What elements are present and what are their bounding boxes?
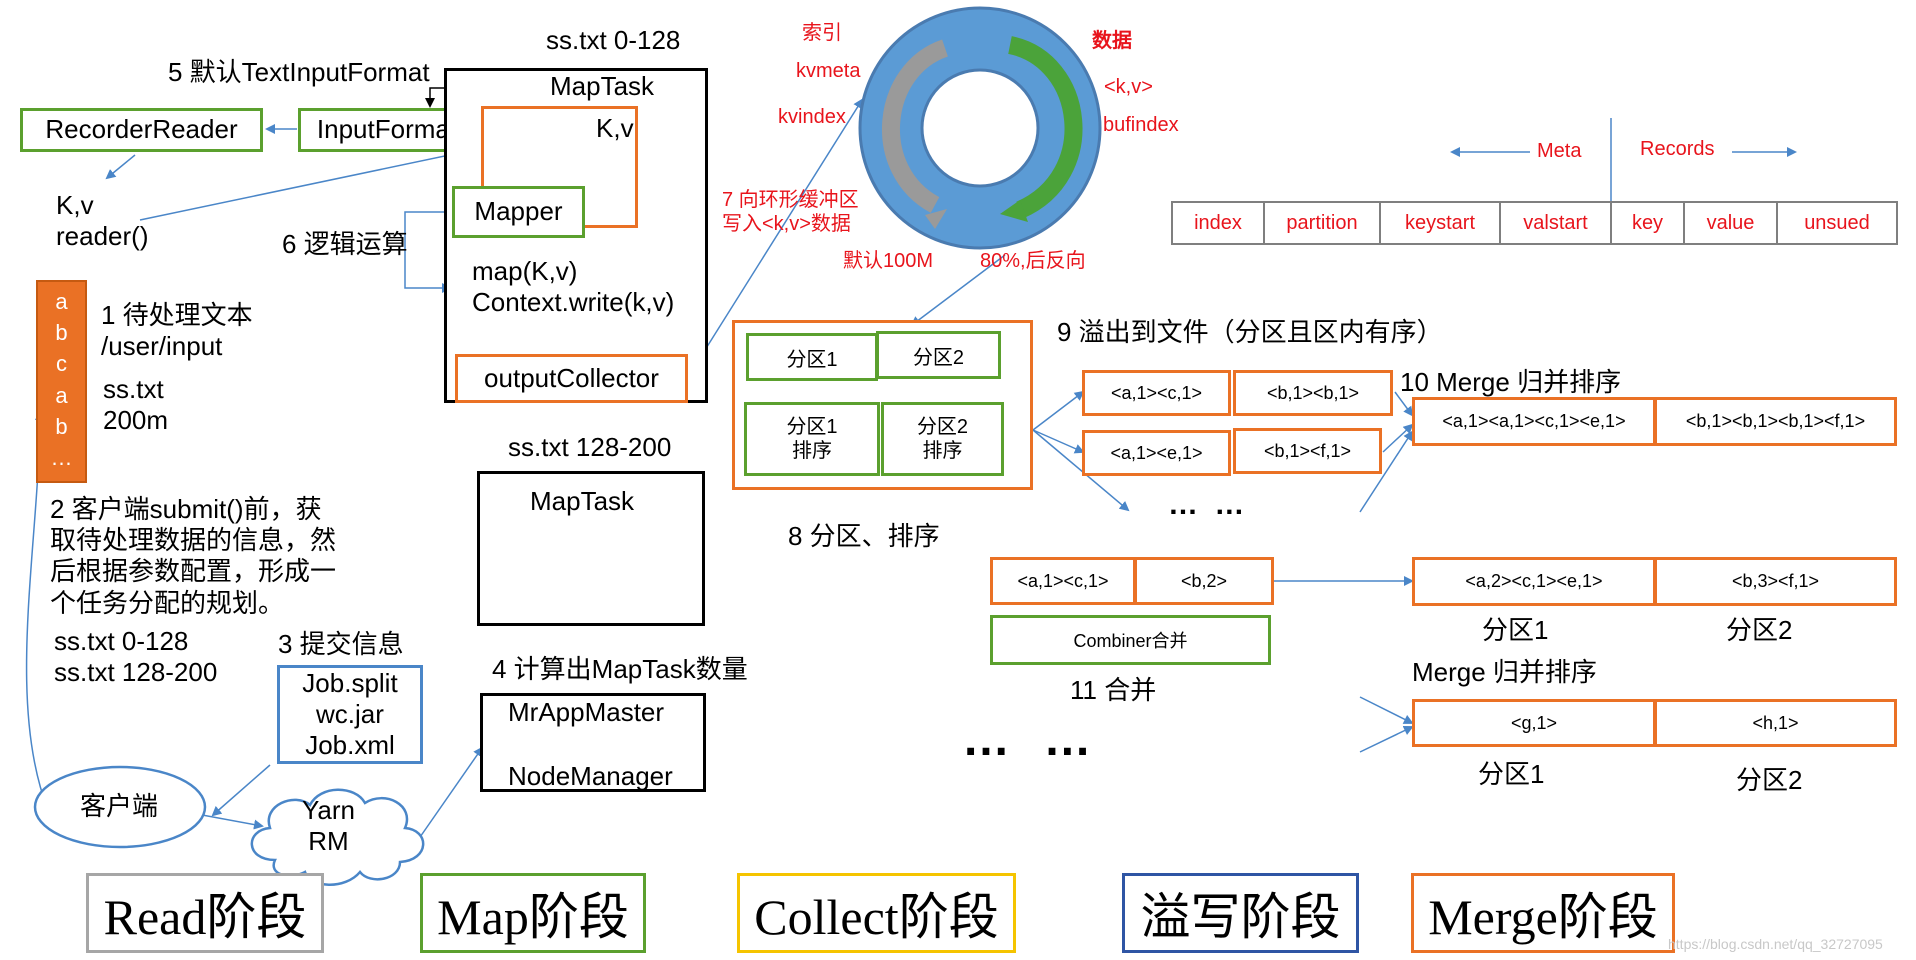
step11-label: 11 合并 xyxy=(1070,675,1157,705)
merge2-p2-label: 分区2 xyxy=(1736,765,1803,795)
yarn-cloud-icon xyxy=(250,788,425,886)
watermark: https://blog.csdn.net/qq_32727095 xyxy=(1668,936,1883,952)
phase-collect: Collect阶段 xyxy=(737,873,1016,953)
step7-label: 7 向环形缓冲区 写入<k,v>数据 xyxy=(722,189,859,235)
mapper-box: Mapper xyxy=(452,186,585,238)
step2-label: 2 客户端submit()前，获 取待处理数据的信息，然 后根据参数配置，形成一… xyxy=(50,494,337,618)
client-label: 客户端 xyxy=(80,791,159,821)
merge2-h: <h,1> xyxy=(1654,699,1897,747)
yarn-rm-label: Yarn RM xyxy=(302,795,355,857)
spill2-b: <b,1><f,1> xyxy=(1233,428,1382,474)
combine-p2-label: 分区2 xyxy=(1726,615,1793,645)
spill-dots: … … xyxy=(1168,488,1249,521)
combiner-box: Combiner合并 xyxy=(990,615,1271,665)
client-ellipse xyxy=(33,765,207,849)
spill2-a: <a,1><e,1> xyxy=(1082,430,1231,476)
phase-merge: Merge阶段 xyxy=(1411,873,1675,953)
phase-spill: 溢写阶段 xyxy=(1122,873,1359,953)
step1-label: 1 待处理文本 /user/input xyxy=(101,300,253,362)
partition1-sort-box: 分区1 排序 xyxy=(744,402,880,476)
job-files-box: Job.split wc.jar Job.xml xyxy=(277,665,423,764)
mrappmaster-label: MrAppMaster xyxy=(508,697,665,727)
map-call-text: map(K,v) Context.write(k,v) xyxy=(472,256,675,318)
splits-text: ss.txt 0-128 ss.txt 128-200 xyxy=(54,626,218,688)
kvmeta-label: kvmeta xyxy=(796,60,861,82)
index-label: 索引 xyxy=(802,22,842,44)
output-collector-box: outputCollector xyxy=(455,354,688,403)
record-field-value: value xyxy=(1683,201,1778,245)
meta-label: Meta xyxy=(1537,140,1582,162)
combine-a: <a,1><c,1> xyxy=(990,557,1136,605)
maptask-box-2 xyxy=(477,471,705,626)
step3-label: 3 提交信息 xyxy=(278,629,404,659)
nodemanager-label: NodeManager xyxy=(508,761,673,791)
combine-b: <b,2> xyxy=(1134,557,1274,605)
combine-result-p2: <b,3><f,1> xyxy=(1654,557,1897,606)
step4-label: 4 计算出MapTask数量 xyxy=(492,654,748,684)
meta-field-index: index xyxy=(1171,201,1265,245)
file-info-text: ss.txt 200m xyxy=(103,374,169,436)
spill1-a: <a,1><c,1> xyxy=(1082,370,1231,416)
bufindex-label: bufindex xyxy=(1103,114,1179,136)
spill-threshold-label: 80%,后反向 xyxy=(980,250,1086,272)
input-file-letters: a b c a b … xyxy=(50,289,73,471)
combine-p1-label: 分区1 xyxy=(1482,615,1549,645)
merge2-p1-label: 分区1 xyxy=(1478,759,1545,789)
maptask-2-label: MapTask xyxy=(530,486,635,516)
split-label-0-128: ss.txt 0-128 xyxy=(546,25,681,55)
default-size-label: 默认100M xyxy=(843,250,934,272)
split-label-128-200: ss.txt 128-200 xyxy=(508,432,672,462)
step10-label: 10 Merge 归并排序 xyxy=(1400,367,1622,397)
maptask-1-label: MapTask xyxy=(550,71,655,101)
kv-data-label: <k,v> xyxy=(1104,76,1153,98)
merge-partition2: <b,1><b,1><b,1><f,1> xyxy=(1654,397,1897,446)
step6-label: 6 逻辑运算 xyxy=(282,229,408,259)
input-file-icon: a b c a b … xyxy=(36,280,87,483)
step8-label: 8 分区、排序 xyxy=(788,521,940,551)
merge2-g: <g,1> xyxy=(1412,699,1656,747)
big-dots: … … xyxy=(962,713,1102,766)
spill1-b: <b,1><b,1> xyxy=(1233,370,1393,416)
phase-read: Read阶段 xyxy=(86,873,324,953)
meta-field-valstart: valstart xyxy=(1499,201,1612,245)
mrappmaster-box xyxy=(480,693,706,792)
records-label: Records xyxy=(1640,138,1715,160)
combine-result-p1: <a,2><c,1><e,1> xyxy=(1412,557,1656,606)
data-label: 数据 xyxy=(1092,30,1132,52)
kv-reader-text: K,v reader() xyxy=(56,190,149,252)
phase-map: Map阶段 xyxy=(420,873,646,953)
kvindex-label: kvindex xyxy=(778,106,846,128)
partition2-sort-box: 分区2 排序 xyxy=(881,402,1004,476)
meta-field-partition: partition xyxy=(1263,201,1381,245)
partition2-box: 分区2 xyxy=(876,331,1001,379)
merge2-title: Merge 归并排序 xyxy=(1412,657,1597,687)
record-field-unsued: unsued xyxy=(1776,201,1898,245)
record-field-key: key xyxy=(1610,201,1685,245)
merge-partition1: <a,1><a,1><c,1><e,1> xyxy=(1412,397,1656,446)
step9-label: 9 溢出到文件（分区且区内有序） xyxy=(1057,317,1443,347)
recorder-reader-box: RecorderReader xyxy=(20,108,263,152)
kv-inner-label: K,v xyxy=(596,113,634,143)
meta-field-keystart: keystart xyxy=(1379,201,1501,245)
step5-label: 5 默认TextInputFormat xyxy=(168,57,430,87)
partition1-box: 分区1 xyxy=(746,333,878,381)
